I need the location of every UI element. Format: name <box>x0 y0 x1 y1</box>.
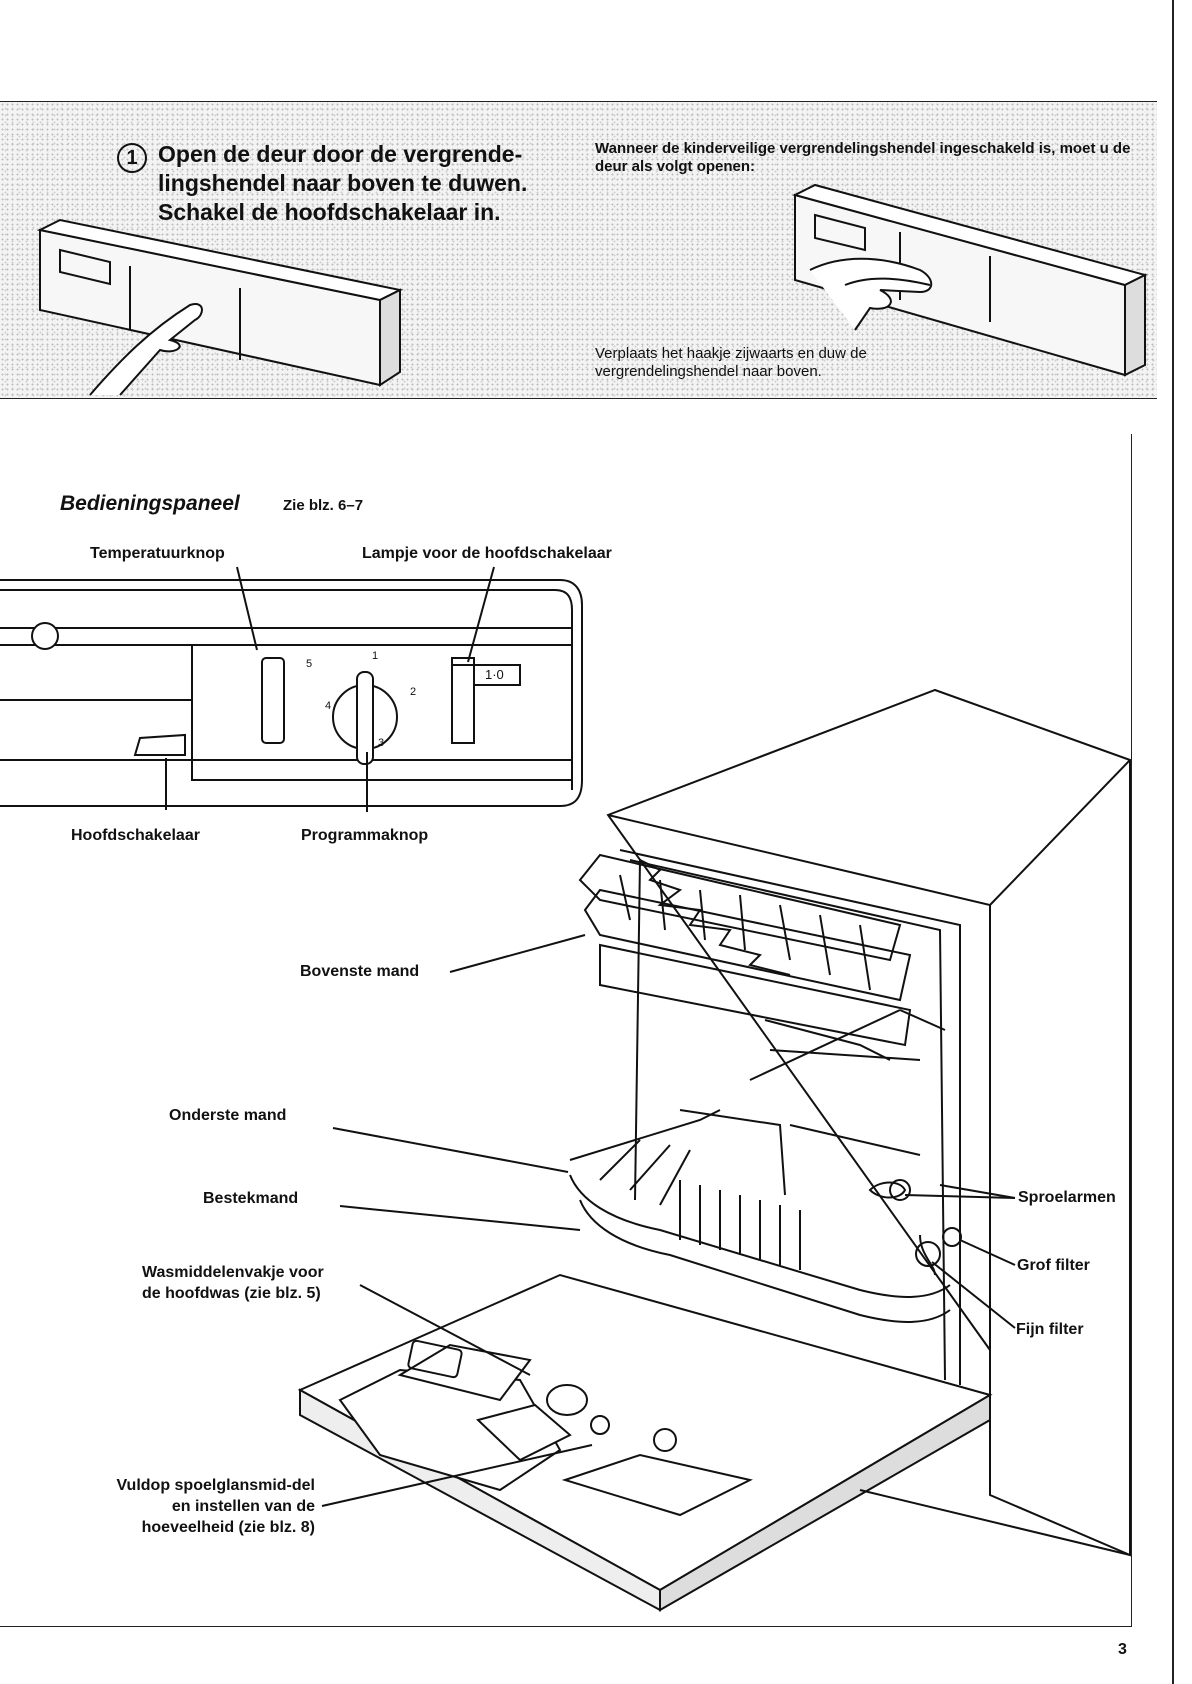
child-lock-instruction: Verplaats het haakje zijwaarts en duw de… <box>595 345 867 380</box>
label-cutlery-basket: Bestekmand <box>203 1190 299 1207</box>
page-edge-rule <box>1172 0 1174 1684</box>
program-2: 2 <box>410 686 417 698</box>
label-coarse-filter: Grof filter <box>1017 1257 1090 1274</box>
door-bar-left-illustration <box>36 218 404 396</box>
section-page-reference: Zie blz. 6–7 <box>283 497 364 514</box>
label-fine-filter: Fijn filter <box>1016 1321 1084 1338</box>
program-4: 4 <box>325 700 332 712</box>
label-rinse-aid: Vuldop spoelglansmid-del en instellen va… <box>116 1477 315 1536</box>
door-bar-right-illustration <box>792 183 1148 377</box>
page-number: 3 <box>1118 1641 1127 1658</box>
switch-display: 1·0 <box>485 667 504 682</box>
section-title: Bedieningspaneel <box>60 492 240 515</box>
label-upper-basket: Bovenste mand <box>300 963 420 980</box>
step-instruction: Open de deur door de vergrende-lingshend… <box>158 141 528 225</box>
control-panel-illustration <box>0 566 583 812</box>
step-number: 1 <box>117 143 147 173</box>
illustration-frame <box>0 434 1132 1627</box>
label-detergent-compartment: Wasmiddelenvakje voor de hoofdwas (zie b… <box>142 1264 324 1302</box>
program-1: 1 <box>372 650 379 662</box>
label-temp-knob: Temperatuurknop <box>90 545 225 562</box>
label-spray-arms: Sproelarmen <box>1018 1189 1116 1206</box>
label-main-switch: Hoofdschakelaar <box>71 827 200 844</box>
program-3: 3 <box>378 737 385 749</box>
child-lock-intro: Wanneer de kinderveilige vergrendelingsh… <box>595 140 1131 175</box>
dishwasher-illustration <box>297 688 1131 1612</box>
label-lower-basket: Onderste mand <box>169 1107 287 1124</box>
program-5: 5 <box>306 658 313 670</box>
label-program-knob: Programmaknop <box>301 827 429 844</box>
label-main-switch-lamp: Lampje voor de hoofdschakelaar <box>362 545 612 562</box>
